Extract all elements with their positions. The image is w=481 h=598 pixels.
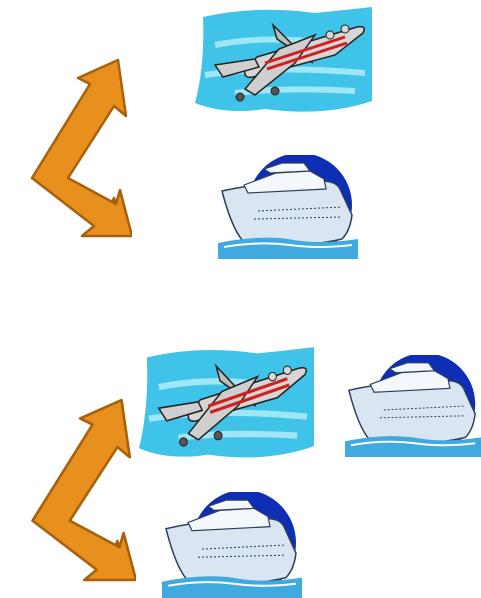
- cruise-ship-icon: [218, 155, 358, 259]
- airplane-icon: [139, 345, 314, 463]
- double-arrow-icon: [18, 398, 136, 582]
- double-arrow-icon: [18, 58, 132, 238]
- airplane-icon: [195, 5, 372, 117]
- cruise-ship-icon: [345, 355, 481, 457]
- cruise-ship-icon: [162, 492, 302, 598]
